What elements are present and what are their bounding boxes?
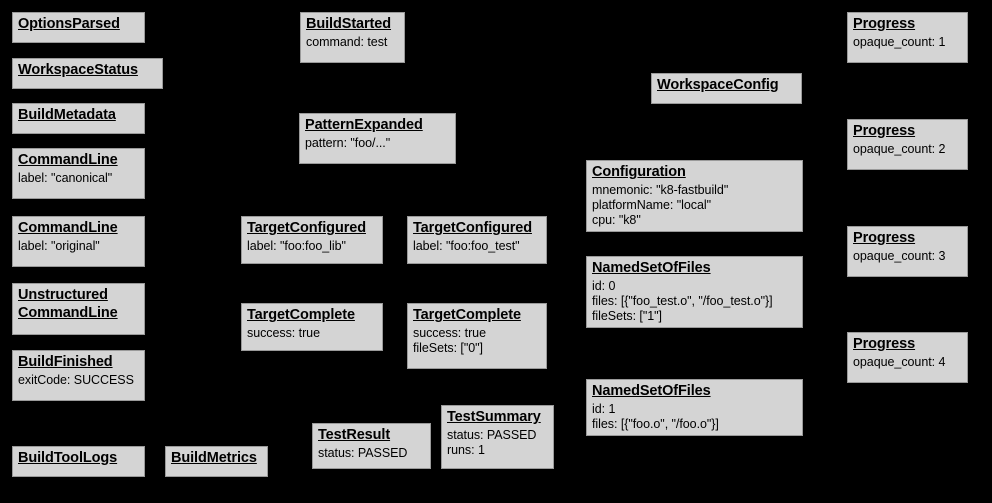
- event-node-title: BuildFinished: [18, 354, 113, 370]
- event-node-field: mnemonic: "k8-fastbuild": [592, 182, 729, 197]
- event-node-field: success: true: [413, 325, 486, 340]
- event-node-pattern-expanded[interactable]: PatternExpanded pattern: "foo/...": [299, 113, 456, 164]
- event-node-title: NamedSetOfFiles: [592, 383, 711, 399]
- event-node-field: opaque_count: 3: [853, 248, 946, 263]
- event-node-title: CommandLine: [18, 152, 118, 168]
- event-node-fields: success: true: [247, 326, 377, 341]
- event-node-field: files: [{"foo_test.o", "/foo_test.o"}]: [592, 293, 773, 308]
- event-node-field: fileSets: ["0"]: [413, 340, 483, 355]
- event-node-field: fileSets: ["1"]: [592, 308, 662, 323]
- event-node-command-line-canonical[interactable]: CommandLine label: "canonical": [12, 148, 145, 199]
- event-node-title: OptionsParsed: [18, 16, 120, 32]
- event-node-fields: status: PASSED: [318, 446, 425, 461]
- event-node-progress-4[interactable]: Progress opaque_count: 4: [847, 332, 968, 383]
- event-node-title: BuildMetadata: [18, 107, 116, 123]
- event-node-fields: label: "canonical": [18, 171, 139, 186]
- event-node-field: success: true: [247, 325, 320, 340]
- event-node-fields: label: "foo:foo_lib": [247, 239, 377, 254]
- event-node-fields: mnemonic: "k8-fastbuild"platformName: "l…: [592, 183, 797, 228]
- event-node-field: runs: 1: [447, 442, 485, 457]
- event-node-options-parsed[interactable]: OptionsParsed: [12, 12, 145, 43]
- event-node-fields: opaque_count: 3: [853, 249, 962, 264]
- event-node-build-finished[interactable]: BuildFinished exitCode: SUCCESS: [12, 350, 145, 401]
- event-node-fields: opaque_count: 4: [853, 355, 962, 370]
- event-node-title: TestSummary: [447, 409, 541, 425]
- event-node-field: opaque_count: 2: [853, 141, 946, 156]
- event-node-build-metrics[interactable]: BuildMetrics: [165, 446, 268, 477]
- event-node-title: BuildToolLogs: [18, 450, 118, 466]
- event-node-title: TestResult: [318, 427, 391, 443]
- event-node-field: opaque_count: 4: [853, 354, 946, 369]
- event-node-fields: pattern: "foo/...": [305, 136, 450, 151]
- event-node-title: TargetConfigured: [413, 220, 532, 236]
- event-node-field: pattern: "foo/...": [305, 135, 391, 150]
- event-node-field: id: 0: [592, 278, 616, 293]
- event-node-workspace-config[interactable]: WorkspaceConfig: [651, 73, 802, 104]
- event-node-fields: command: test: [306, 35, 399, 50]
- event-node-title: WorkspaceConfig: [657, 77, 779, 93]
- event-node-title: Progress: [853, 336, 916, 352]
- event-node-title: Unstructured CommandLine: [18, 287, 118, 321]
- event-node-title: TargetComplete: [247, 307, 355, 323]
- event-node-target-configured-foo-test[interactable]: TargetConfigured label: "foo:foo_test": [407, 216, 547, 264]
- event-node-title: NamedSetOfFiles: [592, 260, 711, 276]
- event-node-progress-1[interactable]: Progress opaque_count: 1: [847, 12, 968, 63]
- event-node-title: Progress: [853, 123, 916, 139]
- event-node-target-configured-foo-lib[interactable]: TargetConfigured label: "foo:foo_lib": [241, 216, 383, 264]
- event-node-build-metadata[interactable]: BuildMetadata: [12, 103, 145, 134]
- event-node-title: TargetConfigured: [247, 220, 366, 236]
- event-node-fields: exitCode: SUCCESS: [18, 373, 139, 388]
- event-node-fields: opaque_count: 1: [853, 35, 962, 50]
- event-node-field: cpu: "k8": [592, 212, 641, 227]
- event-node-fields: label: "foo:foo_test": [413, 239, 541, 254]
- event-node-target-complete-lib[interactable]: TargetComplete success: true: [241, 303, 383, 351]
- event-node-title: TargetComplete: [413, 307, 521, 323]
- event-node-field: status: PASSED: [447, 427, 537, 442]
- event-node-title: BuildMetrics: [171, 450, 257, 466]
- event-node-title: PatternExpanded: [305, 117, 423, 133]
- event-node-fields: opaque_count: 2: [853, 142, 962, 157]
- event-node-title: BuildStarted: [306, 16, 392, 32]
- event-node-title: Progress: [853, 16, 916, 32]
- event-node-title: CommandLine: [18, 220, 118, 236]
- event-node-field: opaque_count: 1: [853, 34, 946, 49]
- event-node-fields: label: "original": [18, 239, 139, 254]
- event-node-field: command: test: [306, 34, 388, 49]
- event-node-build-started[interactable]: BuildStarted command: test: [300, 12, 405, 63]
- event-node-command-line-original[interactable]: CommandLine label: "original": [12, 216, 145, 267]
- event-node-configuration[interactable]: Configuration mnemonic: "k8-fastbuild"pla…: [586, 160, 803, 232]
- event-node-progress-3[interactable]: Progress opaque_count: 3: [847, 226, 968, 277]
- event-node-field: platformName: "local": [592, 197, 711, 212]
- event-node-progress-2[interactable]: Progress opaque_count: 2: [847, 119, 968, 170]
- event-node-title: WorkspaceStatus: [18, 62, 138, 78]
- event-node-build-tool-logs[interactable]: BuildToolLogs: [12, 446, 145, 477]
- event-node-field: label: "original": [18, 238, 100, 253]
- event-node-field: status: PASSED: [318, 445, 408, 460]
- event-node-field: id: 1: [592, 401, 616, 416]
- event-node-unstructured-command-line[interactable]: Unstructured CommandLine: [12, 283, 145, 335]
- event-node-field: label: "foo:foo_lib": [247, 238, 346, 253]
- event-node-workspace-status[interactable]: WorkspaceStatus: [12, 58, 163, 89]
- event-node-title: Progress: [853, 230, 916, 246]
- event-node-title: Configuration: [592, 164, 686, 180]
- event-node-field: label: "canonical": [18, 170, 113, 185]
- event-node-test-result[interactable]: TestResult status: PASSED: [312, 423, 431, 469]
- event-node-field: files: [{"foo.o", "/foo.o"}]: [592, 416, 719, 431]
- event-node-field: label: "foo:foo_test": [413, 238, 520, 253]
- event-node-field: exitCode: SUCCESS: [18, 372, 134, 387]
